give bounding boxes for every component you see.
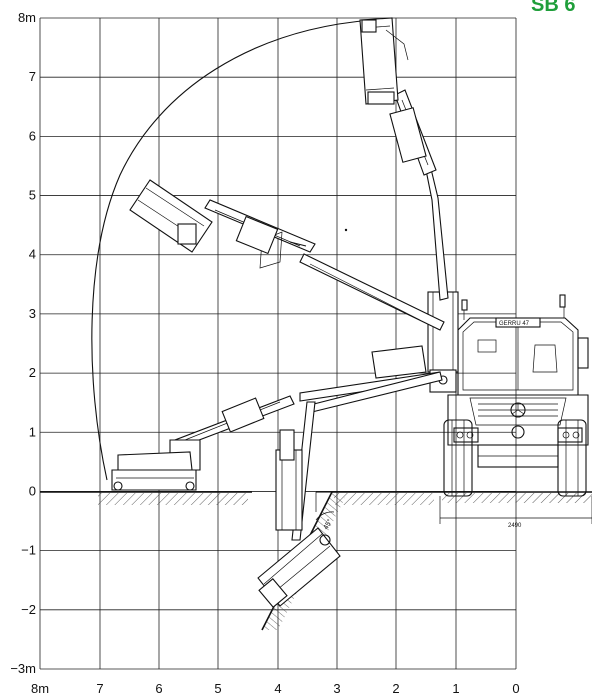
boom-mount [427,291,459,393]
y-tick-label: 6 [29,128,36,143]
x-tick-label: 5 [214,681,221,696]
boom-position-vertical [359,17,449,301]
x-tick-label: 6 [155,681,162,696]
x-tick-label: 2 [392,681,399,696]
boom-position-slope [257,371,443,608]
y-tick-label: −1 [21,543,36,558]
width-dimension-label: 2490 [508,523,522,529]
y-tick-label: 3 [29,306,36,321]
x-tick-label: 0 [512,681,519,696]
y-tick-label: 7 [29,69,36,84]
x-tick-label: 7 [96,681,103,696]
y-tick-label: −3m [10,661,36,676]
boom-position-upper-left [129,179,445,331]
x-tick-label: 8m [31,681,49,696]
x-axis-labels: 8m 7 6 5 4 3 2 1 0 [31,681,520,696]
y-tick-label: −2 [21,602,36,617]
x-tick-label: 1 [452,681,459,696]
y-tick-label: 0 [29,483,36,498]
y-tick-label: 5 [29,188,36,203]
boom-position-ground-left [111,345,441,491]
ground-line [40,491,592,505]
marker-dot [344,228,348,232]
y-axis-labels: 8m 7 6 5 4 3 2 1 0 −1 −2 −3m [10,10,36,676]
machine-plate: GERRU 47 [499,321,530,327]
model-label: SB 6 [531,0,575,16]
y-tick-label: 2 [29,365,36,380]
y-tick-label: 4 [29,247,36,262]
y-tick-label: 8m [18,10,36,25]
x-tick-label: 3 [333,681,340,696]
y-tick-label: 1 [29,424,36,439]
reach-envelope-arc [91,19,373,481]
x-tick-label: 4 [274,681,281,696]
width-dimension: 2490 [439,496,592,529]
tractor-front-view: GERRU 47 [443,294,589,497]
